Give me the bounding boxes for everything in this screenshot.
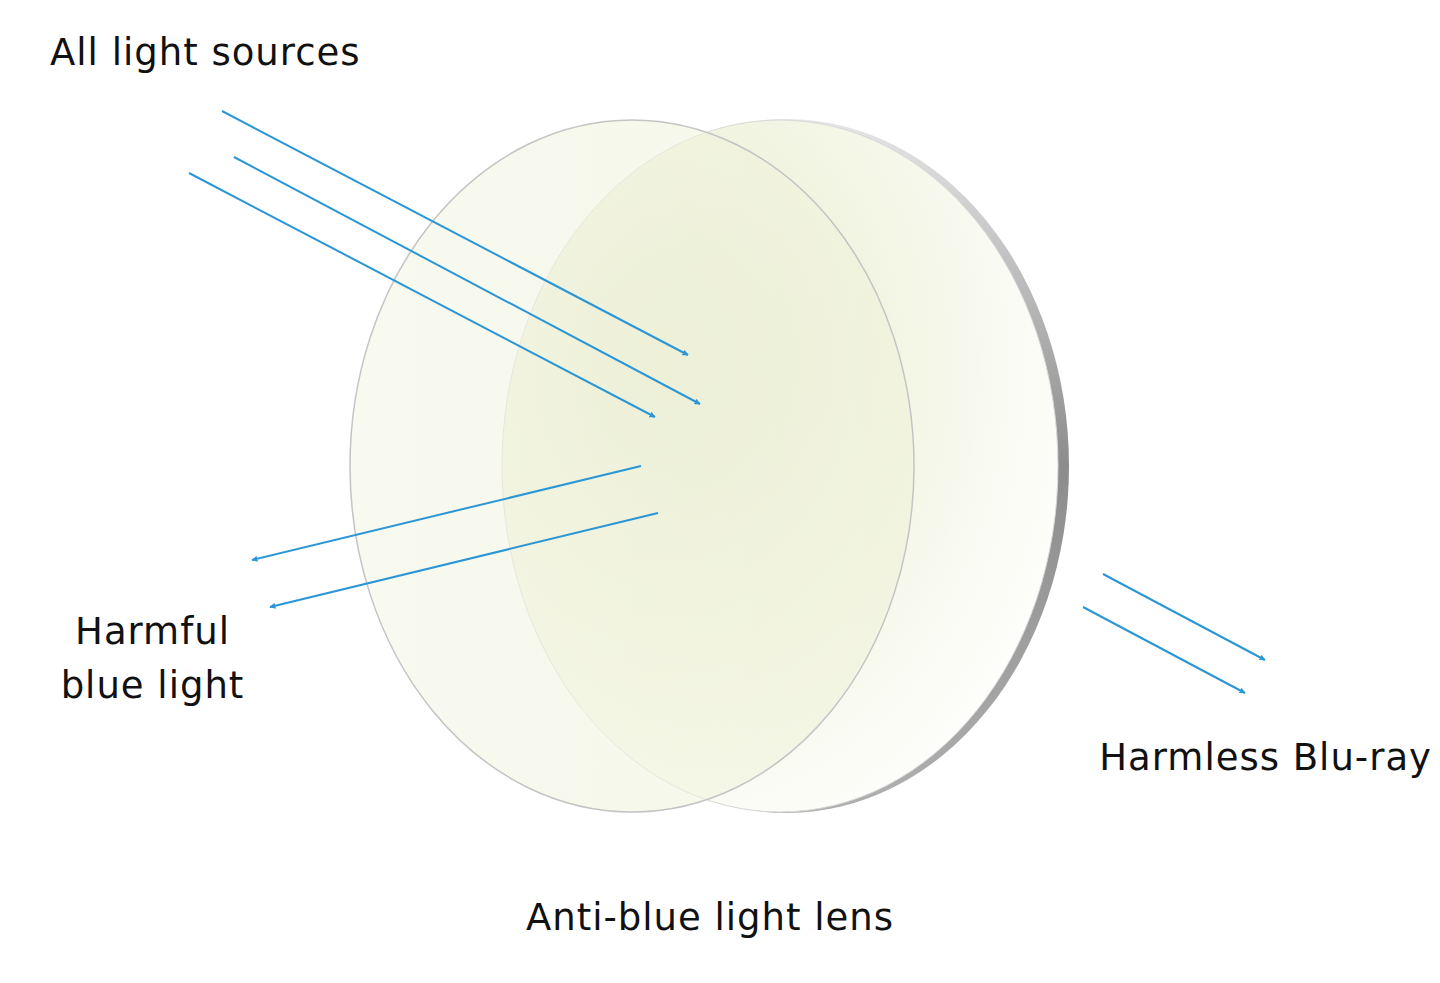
lens-caption: Anti-blue light lens xyxy=(526,891,894,945)
lens-back xyxy=(350,120,914,812)
reflected-label: Harmful blue light xyxy=(30,605,275,712)
source-label: All light sources xyxy=(50,26,361,80)
transmitted-label: Harmless Blu-ray xyxy=(1099,731,1432,785)
light-rays xyxy=(189,111,1265,693)
